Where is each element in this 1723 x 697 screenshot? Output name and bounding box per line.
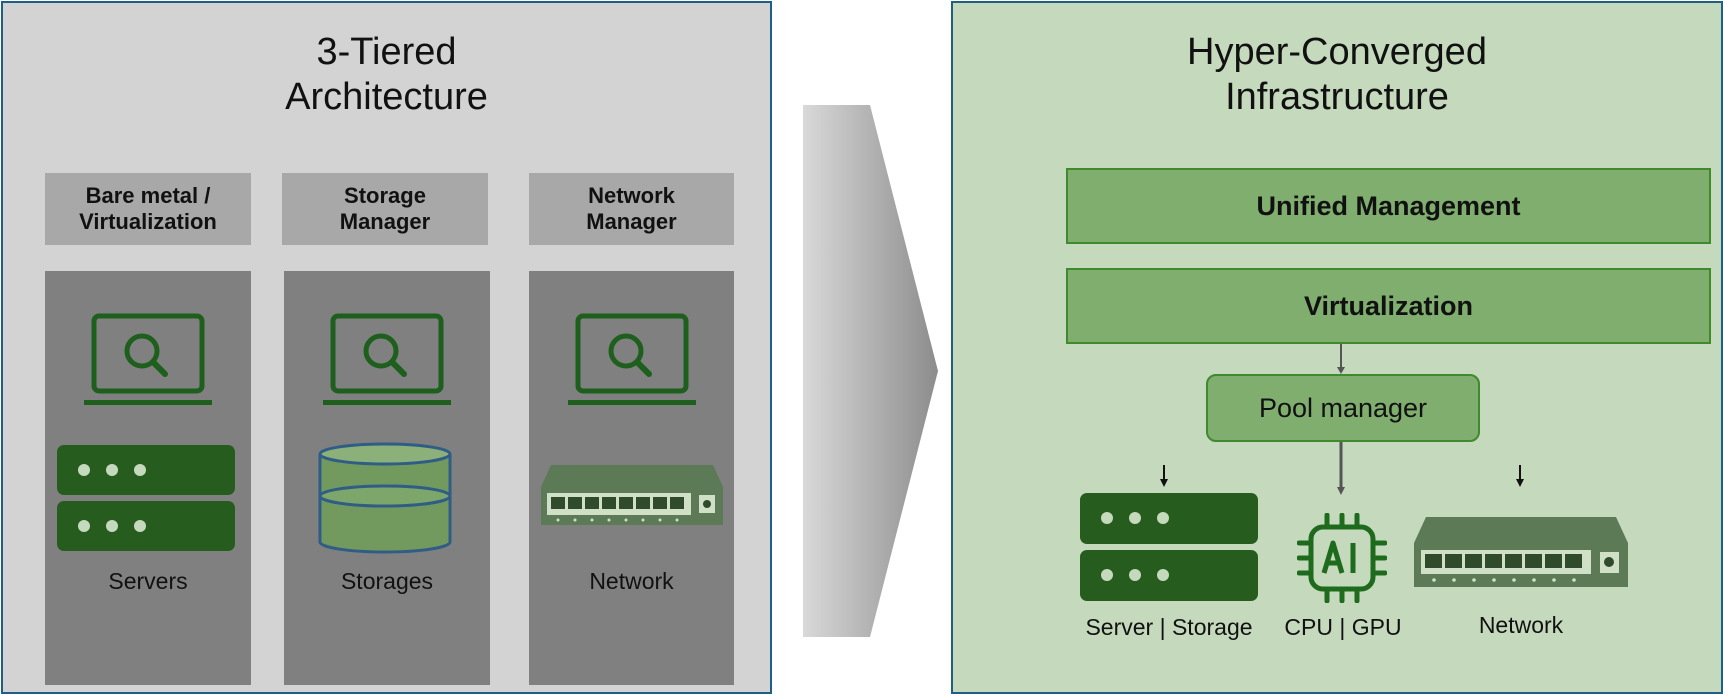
column-header-storage-line-1: Storage <box>344 183 426 208</box>
column-header-storage: Storage Manager <box>282 173 488 245</box>
column-label-servers: Servers <box>108 568 188 594</box>
server-stack-icon <box>1080 493 1258 601</box>
three-tier-title: 3-Tiered Architecture <box>3 30 770 120</box>
resource-label-network: Network <box>1478 612 1564 638</box>
storage-cylinder-icon <box>317 442 453 554</box>
three-tier-title-line-1: 3-Tiered <box>316 31 457 73</box>
column-header-storage-line-2: Manager <box>339 209 431 234</box>
resource-label-server-storage: Server | Storage <box>1085 614 1253 640</box>
column-label-storages: Storages <box>340 568 434 594</box>
column-header-servers-line-2: Virtualization <box>79 209 217 234</box>
laptop-search-icon <box>45 313 251 407</box>
transition-arrow-icon <box>803 105 938 637</box>
server-stack-icon <box>57 445 235 551</box>
column-storages: Storages <box>284 271 490 685</box>
virtualization-bar: Virtualization <box>1066 268 1711 344</box>
connector-arrows <box>953 3 1723 697</box>
three-tier-title-line-2: Architecture <box>285 76 488 118</box>
laptop-search-icon <box>284 313 490 407</box>
unified-management-bar: Unified Management <box>1066 168 1711 244</box>
column-header-servers: Bare metal / Virtualization <box>45 173 251 245</box>
three-tier-panel: 3-Tiered Architecture Bare metal / Virtu… <box>1 1 772 694</box>
column-header-servers-line-1: Bare metal / <box>85 183 211 208</box>
resource-label-cpu-gpu: CPU | GPU <box>1284 614 1402 640</box>
hci-title-line-1: Hyper-Converged <box>1187 31 1487 73</box>
network-switch-icon <box>1414 517 1628 589</box>
laptop-search-icon <box>529 313 734 407</box>
column-servers: Servers <box>45 271 251 685</box>
column-label-network: Network <box>589 568 674 594</box>
column-network: Network <box>529 271 734 685</box>
pool-manager-box: Pool manager <box>1206 374 1480 442</box>
ai-chip-icon <box>1297 513 1387 603</box>
column-header-network-line-1: Network <box>588 183 675 208</box>
hci-panel: Hyper-Converged Infrastructure Unified M… <box>951 1 1723 694</box>
hci-title-line-2: Infrastructure <box>1225 76 1449 118</box>
hci-title: Hyper-Converged Infrastructure <box>953 30 1721 120</box>
column-header-network-line-2: Manager <box>586 209 677 234</box>
column-header-network: Network Manager <box>529 173 734 245</box>
network-switch-icon <box>541 465 723 527</box>
